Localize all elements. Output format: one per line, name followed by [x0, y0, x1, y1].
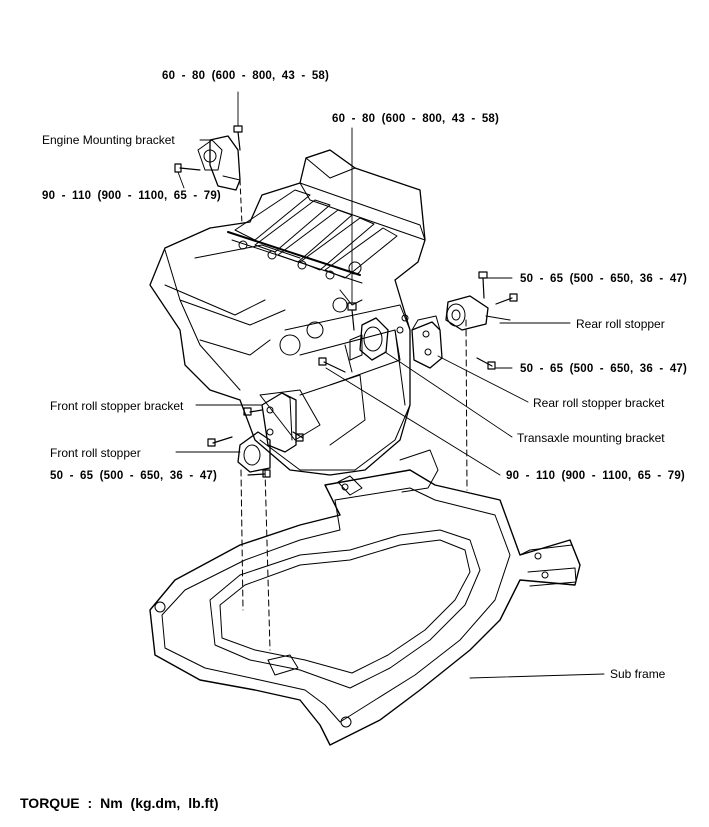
torque-front-roll: 50 - 65 (500 - 650, 36 - 47) — [50, 470, 218, 482]
sub-frame-part — [149, 449, 581, 746]
torque-engine-bracket-side: 90 - 110 (900 - 1100, 65 - 79) — [42, 190, 221, 202]
label-transaxle-mounting-bracket: Transaxle mounting bracket — [517, 431, 665, 445]
torque-transaxle: 90 - 110 (900 - 1100, 65 - 79) — [506, 470, 685, 482]
bolts — [174, 125, 518, 478]
engine-assembly — [149, 149, 426, 476]
leader-lines — [175, 91, 605, 679]
label-front-roll-stopper-bracket: Front roll stopper bracket — [50, 399, 184, 413]
torque-units-footer: TORQUE : Nm (kg.dm, lb.ft) — [20, 795, 219, 811]
torque-engine-mount-top: 60 - 80 (600 - 800, 43 - 58) — [162, 70, 330, 82]
rear-roll-stopper-part — [445, 295, 511, 491]
label-front-roll-stopper: Front roll stopper — [50, 446, 141, 460]
label-engine-mounting-bracket: Engine Mounting bracket — [42, 133, 175, 147]
label-rear-roll-stopper-bracket: Rear roll stopper bracket — [533, 396, 665, 410]
torque-engine-mount-bolt: 60 - 80 (600 - 800, 43 - 58) — [332, 113, 500, 125]
label-rear-roll-stopper: Rear roll stopper — [576, 317, 665, 331]
label-sub-frame: Sub frame — [610, 667, 666, 681]
front-roll-stopper-assembly — [237, 392, 297, 651]
rear-roll-stopper-bracket-part — [411, 315, 443, 369]
engine-mounting-bracket — [197, 135, 243, 226]
transaxle-mount-part — [344, 314, 409, 373]
torque-rear-roll-top: 50 - 65 (500 - 650, 36 - 47) — [520, 273, 688, 285]
torque-rear-roll-bottom: 50 - 65 (500 - 650, 36 - 47) — [520, 363, 688, 375]
